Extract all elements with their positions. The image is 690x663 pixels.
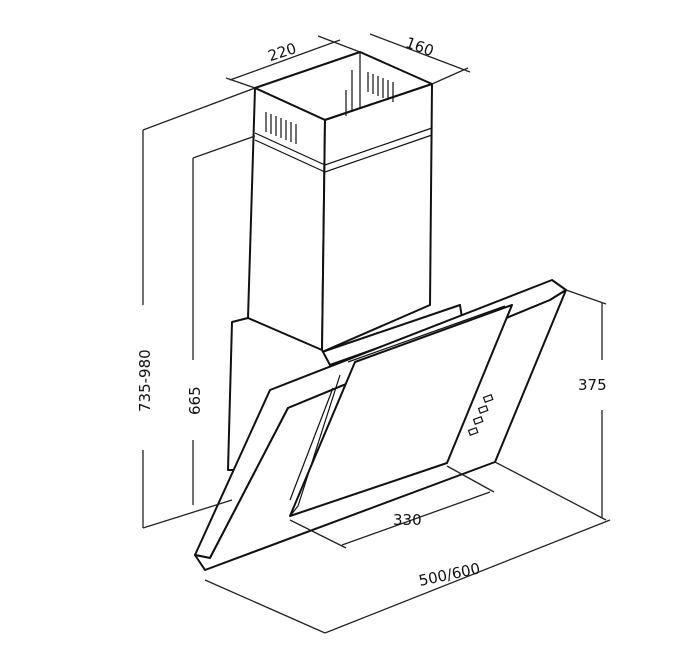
glass-panel: [194, 279, 567, 571]
vent-slots-right: [345, 70, 394, 116]
label-chimney-depth: 160: [403, 33, 436, 60]
label-hood-width: 500/600: [417, 559, 482, 590]
label-chimney-width: 220: [266, 39, 299, 65]
dim-chimney-depth: [369, 33, 471, 85]
dim-chimney-width: [225, 35, 361, 89]
control-buttons: [467, 393, 494, 436]
dim-total-height: [142, 87, 256, 529]
dim-hood-width: [204, 519, 611, 634]
label-hood-height: 375: [578, 376, 607, 394]
vent-slots-left: [265, 112, 297, 144]
label-total-height: 735-980: [136, 349, 154, 412]
label-glass-width: 330: [393, 511, 422, 529]
dim-glass-width: [289, 465, 495, 549]
dim-chimney-height: [192, 135, 256, 505]
label-chimney-height: 665: [186, 386, 204, 415]
chimney: [247, 51, 433, 353]
dim-hood-height: [494, 289, 607, 521]
